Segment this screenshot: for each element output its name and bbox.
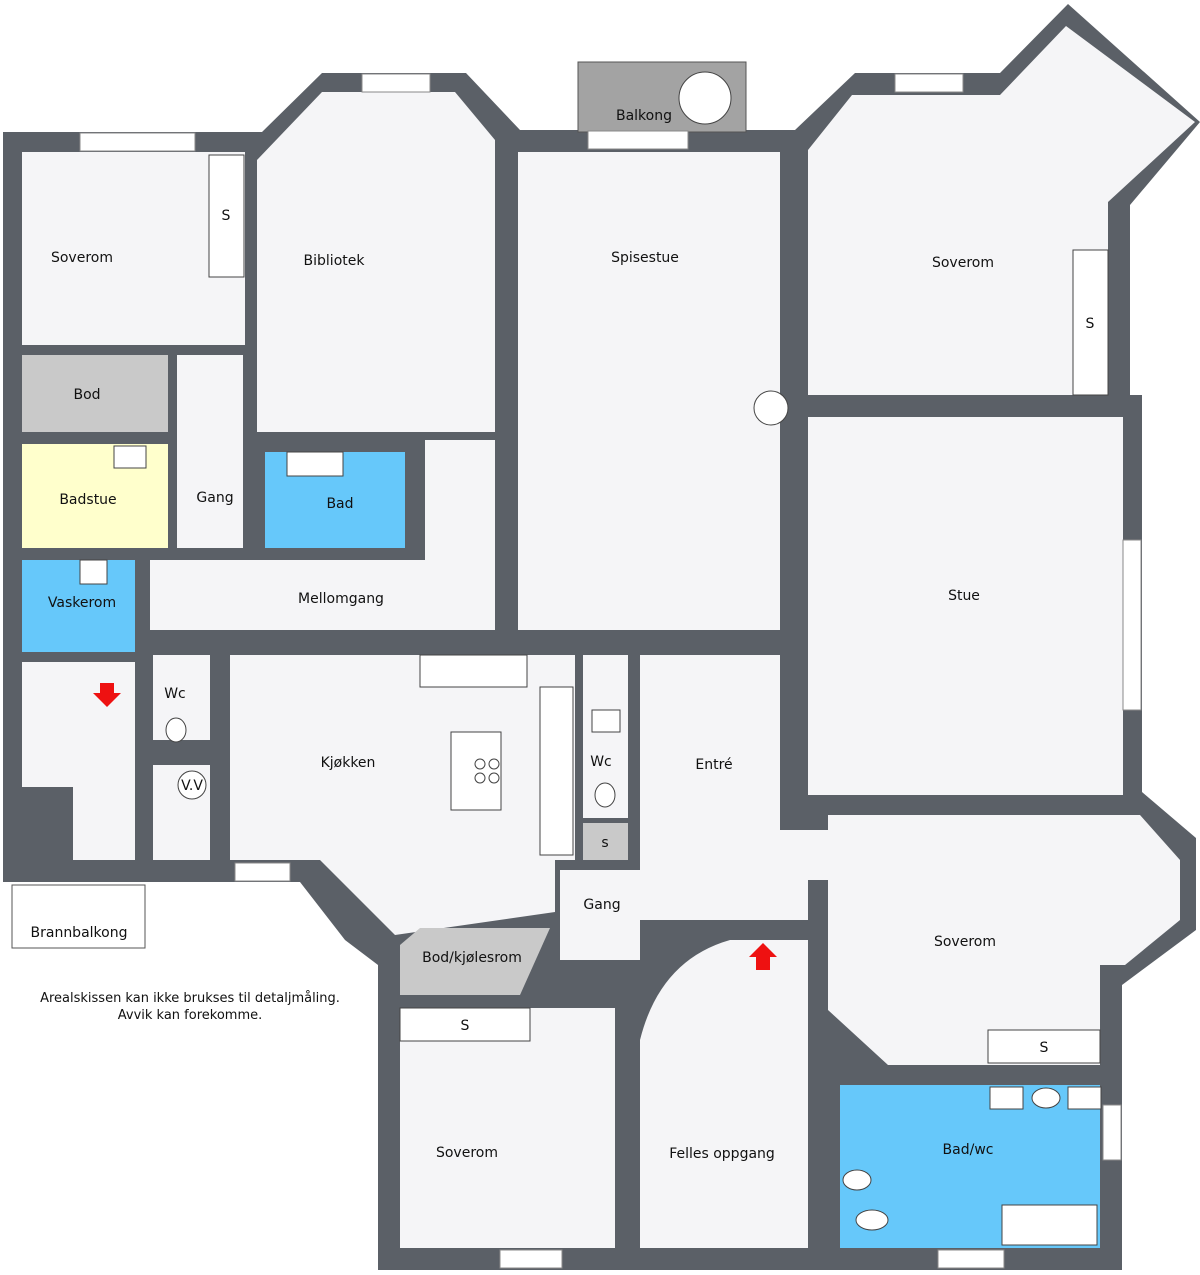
room-soverom-tl (22, 152, 245, 345)
water-heater-icon (177, 770, 207, 800)
room-mellomgang (150, 440, 495, 630)
sink-icon (286, 451, 344, 477)
counter-icon (989, 1086, 1024, 1110)
label-soverom: Soverom (934, 934, 996, 950)
room-s-box (583, 823, 628, 860)
stove-icon (753, 390, 789, 426)
room-bibliotek (257, 92, 495, 432)
sink-icon (1031, 1087, 1061, 1109)
label-badstue: Badstue (59, 492, 116, 508)
window (1102, 1104, 1122, 1161)
toilet-icon (594, 782, 616, 808)
window (894, 73, 964, 93)
room-gang-small (560, 870, 640, 960)
label-felles-oppgang: Felles oppgang (669, 1146, 775, 1162)
room-gang-left (177, 355, 243, 548)
window (1122, 539, 1142, 711)
kitchen-counter (419, 654, 528, 688)
disclaimer-line: Arealskissen kan ikke brukses til detalj… (40, 991, 340, 1006)
room-soverom-r (828, 815, 1180, 1065)
window (361, 73, 431, 93)
label-soverom: Soverom (51, 250, 113, 266)
window (79, 132, 196, 152)
sink-icon (79, 559, 108, 585)
window (587, 130, 689, 150)
room-entre (640, 655, 828, 920)
wardrobe-label: S (222, 208, 231, 224)
cooktop-icon (488, 772, 500, 784)
label-bibliotek: Bibliotek (304, 253, 366, 269)
label-gang: Gang (583, 897, 620, 913)
chimney (22, 787, 73, 860)
wardrobe (399, 1007, 531, 1042)
wardrobe (987, 1029, 1101, 1064)
room-spisestue (518, 152, 780, 630)
disclaimer-line: Avvik kan forekomme. (118, 1008, 263, 1023)
sauna-heater-icon (113, 445, 147, 469)
sink-icon (591, 709, 621, 733)
counter-icon (1067, 1086, 1102, 1110)
room-bod (22, 355, 168, 432)
label-bod-kjolesrom: Bod/kjølesrom (422, 950, 522, 966)
label-bad-wc: Bad/wc (943, 1142, 994, 1158)
label-vv: V.V (181, 778, 203, 794)
label-wc: Wc (164, 686, 186, 702)
window (234, 862, 291, 882)
room-felles-oppgang (640, 940, 808, 1248)
wardrobe (1072, 249, 1109, 396)
label-stue: Stue (948, 588, 980, 604)
room-vaskerom (22, 560, 135, 652)
label-gang: Gang (196, 490, 233, 506)
label-soverom: Soverom (436, 1145, 498, 1161)
label-mellomgang: Mellomgang (298, 591, 384, 607)
label-bod: Bod (73, 387, 100, 403)
round-table-icon (678, 71, 732, 125)
room-kjokken (230, 655, 575, 935)
label-s: s (601, 835, 608, 851)
entry-arrow-icon (749, 943, 777, 970)
label-balkong: Balkong (616, 108, 672, 124)
wardrobe (208, 154, 245, 278)
window (499, 1249, 563, 1269)
cooktop-icon (488, 758, 500, 770)
entry-arrow-icon (93, 683, 121, 707)
wardrobe-label: S (1040, 1040, 1049, 1056)
label-bad: Bad (326, 496, 353, 512)
label-soverom: Soverom (932, 255, 994, 271)
wardrobe-label: S (461, 1018, 470, 1034)
brannbalkong-area (11, 884, 146, 949)
toilet-icon (842, 1169, 872, 1191)
label-vaskerom: Vaskerom (48, 595, 116, 611)
label-wc: Wc (590, 754, 612, 770)
label-kjokken: Kjøkken (321, 755, 376, 771)
label-spisestue: Spisestue (611, 250, 679, 266)
toilet-icon (165, 717, 187, 743)
room-soverom-b (400, 1008, 615, 1248)
window (937, 1249, 1005, 1269)
kitchen-island (450, 731, 502, 811)
cooktop-icon (474, 772, 486, 784)
cooktop-icon (474, 758, 486, 770)
bathtub-icon (1001, 1204, 1098, 1246)
room-bod-kjolesrom (400, 928, 550, 995)
toilet-icon (855, 1209, 889, 1231)
room-stue (808, 417, 1123, 795)
label-brannbalkong: Brannbalkong (31, 925, 128, 941)
kitchen-counter (539, 686, 574, 856)
label-entre: Entré (695, 757, 732, 773)
wardrobe-label: S (1086, 316, 1095, 332)
